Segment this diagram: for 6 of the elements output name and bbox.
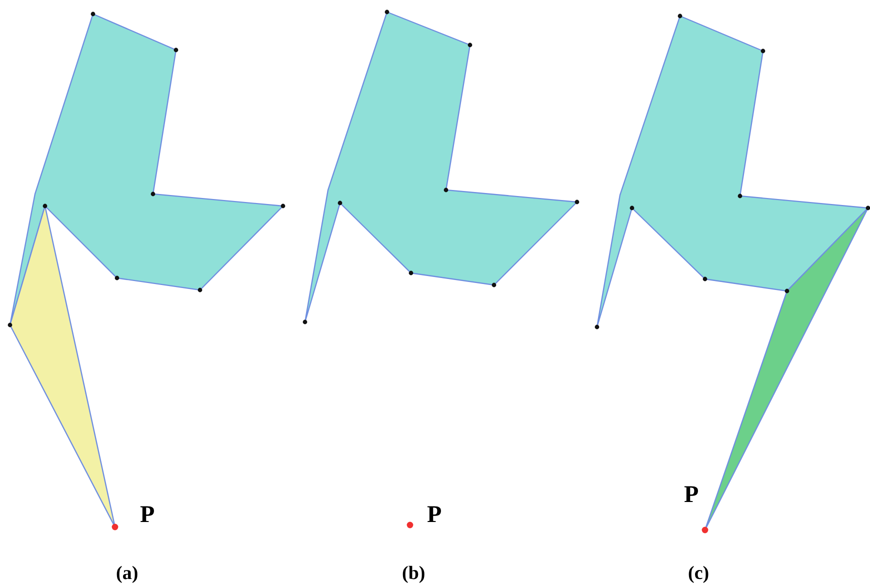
point-label: P (684, 482, 699, 508)
point-label: P (140, 502, 155, 528)
panel-caption: (b) (402, 563, 426, 584)
panel-caption: (c) (688, 563, 710, 584)
point-label: P (427, 502, 442, 528)
panel-caption: (a) (116, 563, 138, 584)
